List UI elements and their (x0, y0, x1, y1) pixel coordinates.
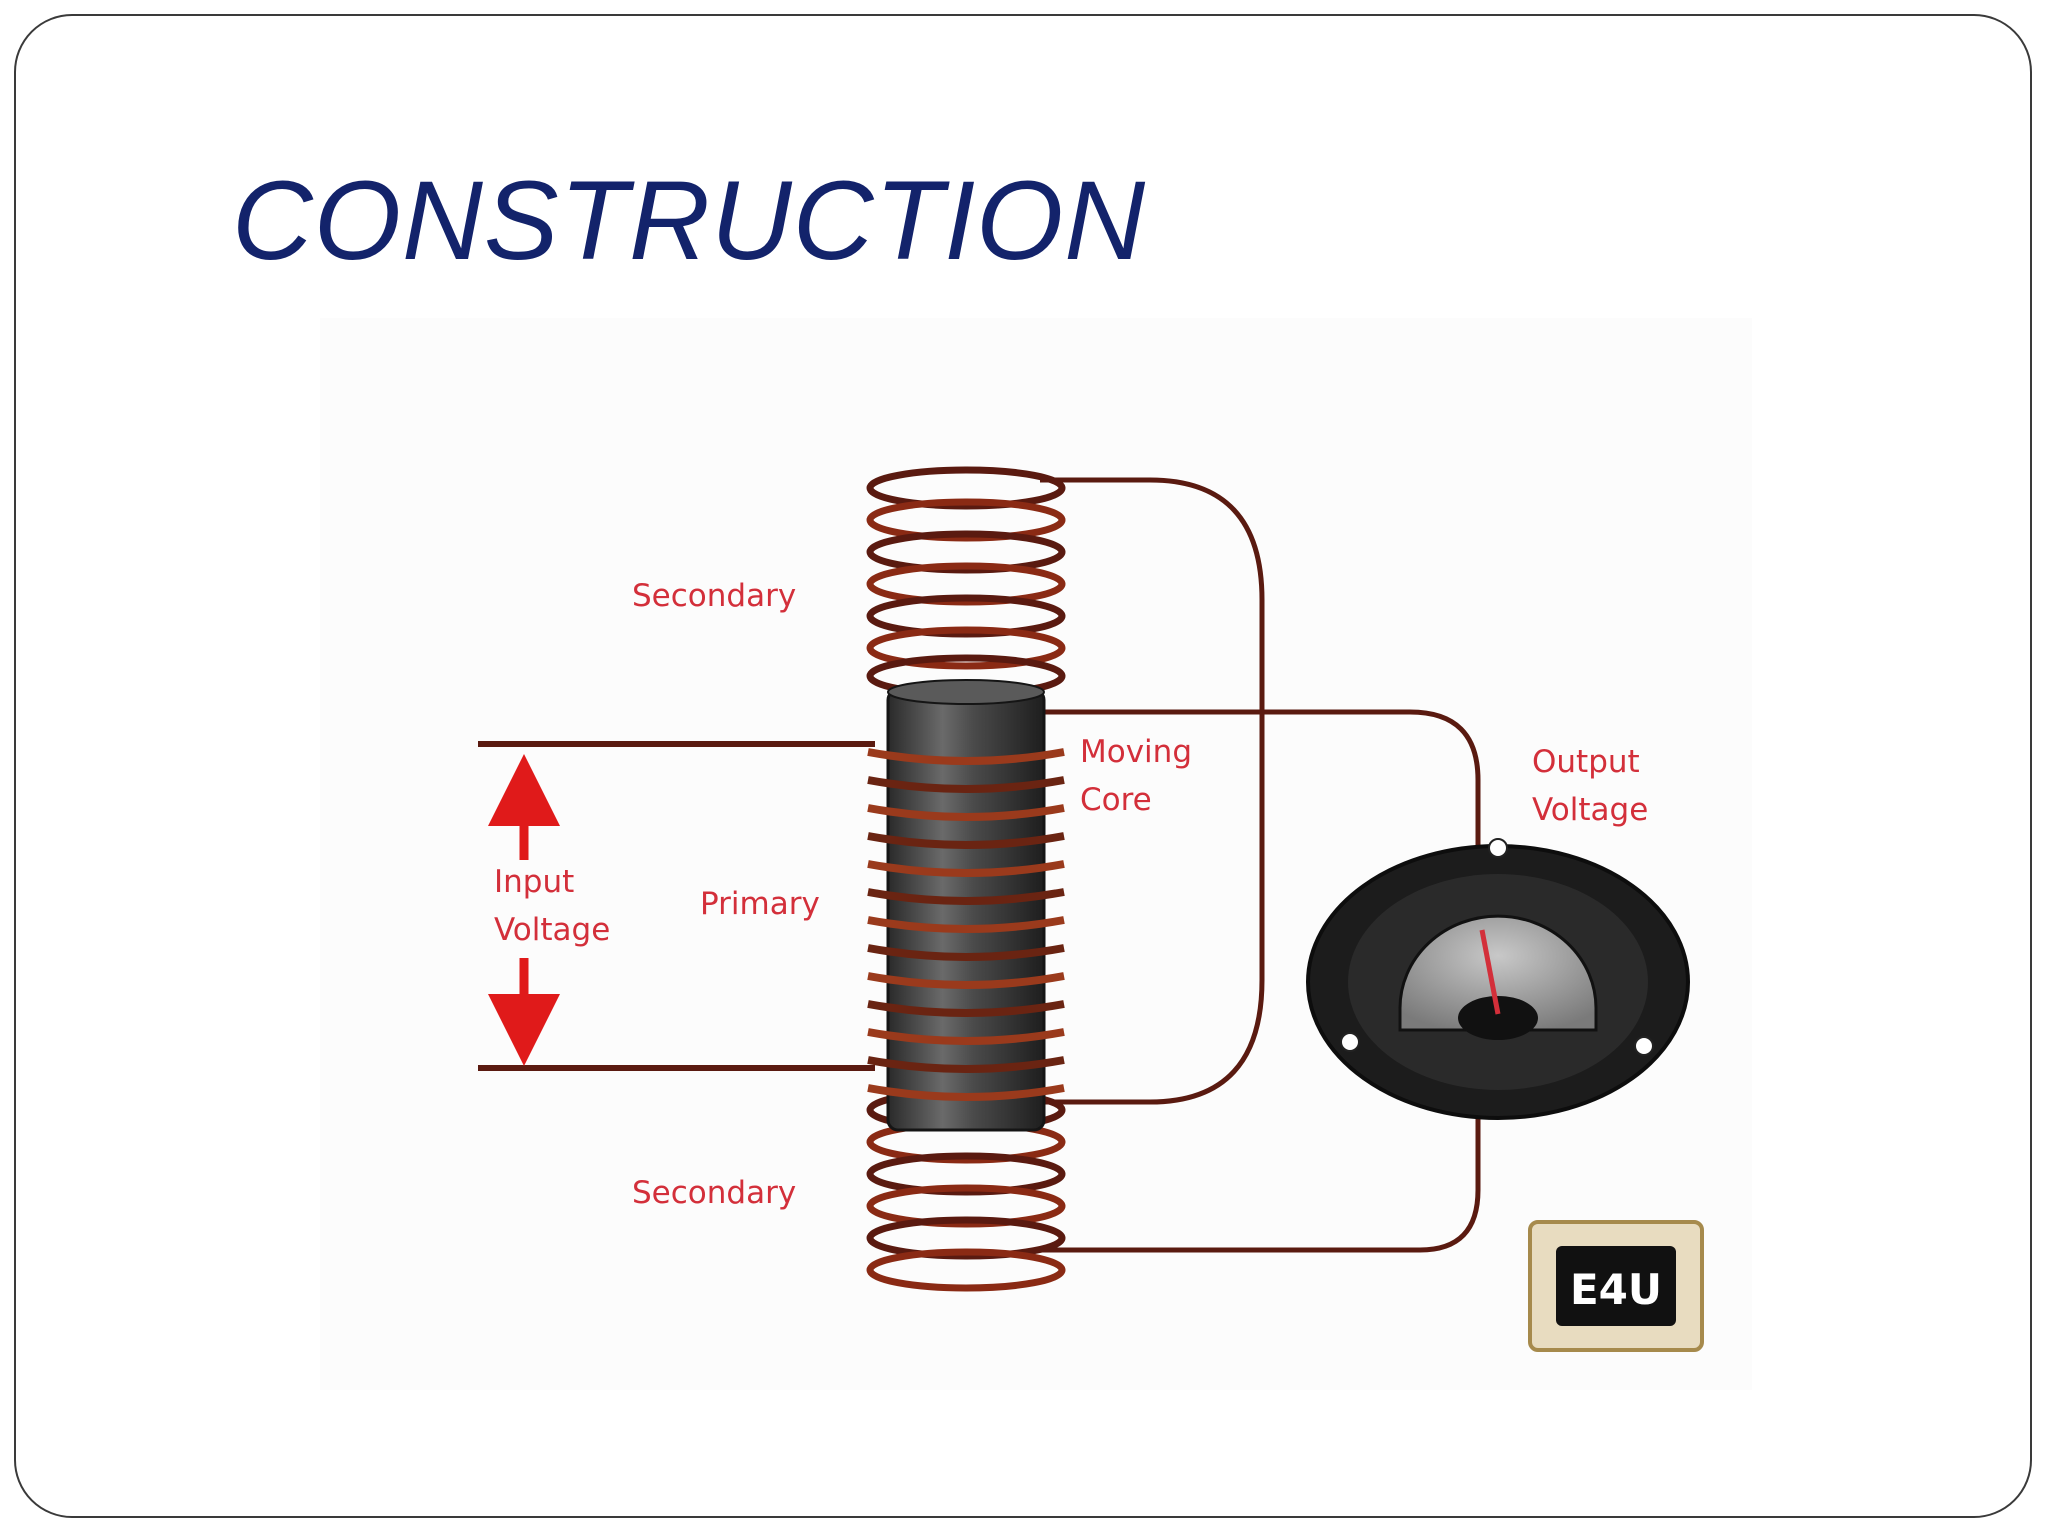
label-moving-core-line2: Core (1080, 782, 1152, 818)
label-secondary-bottom: Secondary (632, 1175, 796, 1211)
label-primary: Primary (700, 886, 820, 922)
secondary-series-wire (1040, 477, 1265, 1105)
label-input-voltage-line1: Input (494, 864, 574, 900)
secondary-coil-top (866, 466, 1066, 698)
voltmeter (1306, 838, 1690, 1120)
label-output-voltage-line1: Output (1532, 744, 1640, 780)
label-secondary-top: Secondary (632, 578, 796, 614)
primary-coil (867, 748, 1065, 1101)
label-input-voltage-line2: Voltage (494, 912, 610, 948)
output-wire-top (1040, 709, 1481, 852)
e4u-logo-text: E4U (1570, 1265, 1662, 1314)
slide-title: CONSTRUCTION (232, 158, 1147, 283)
label-moving-core-line1: Moving (1080, 734, 1192, 770)
e4u-logo: E4U (1528, 1220, 1704, 1352)
output-wire-bottom (1040, 1112, 1481, 1253)
label-output-voltage-line2: Voltage (1532, 792, 1648, 828)
